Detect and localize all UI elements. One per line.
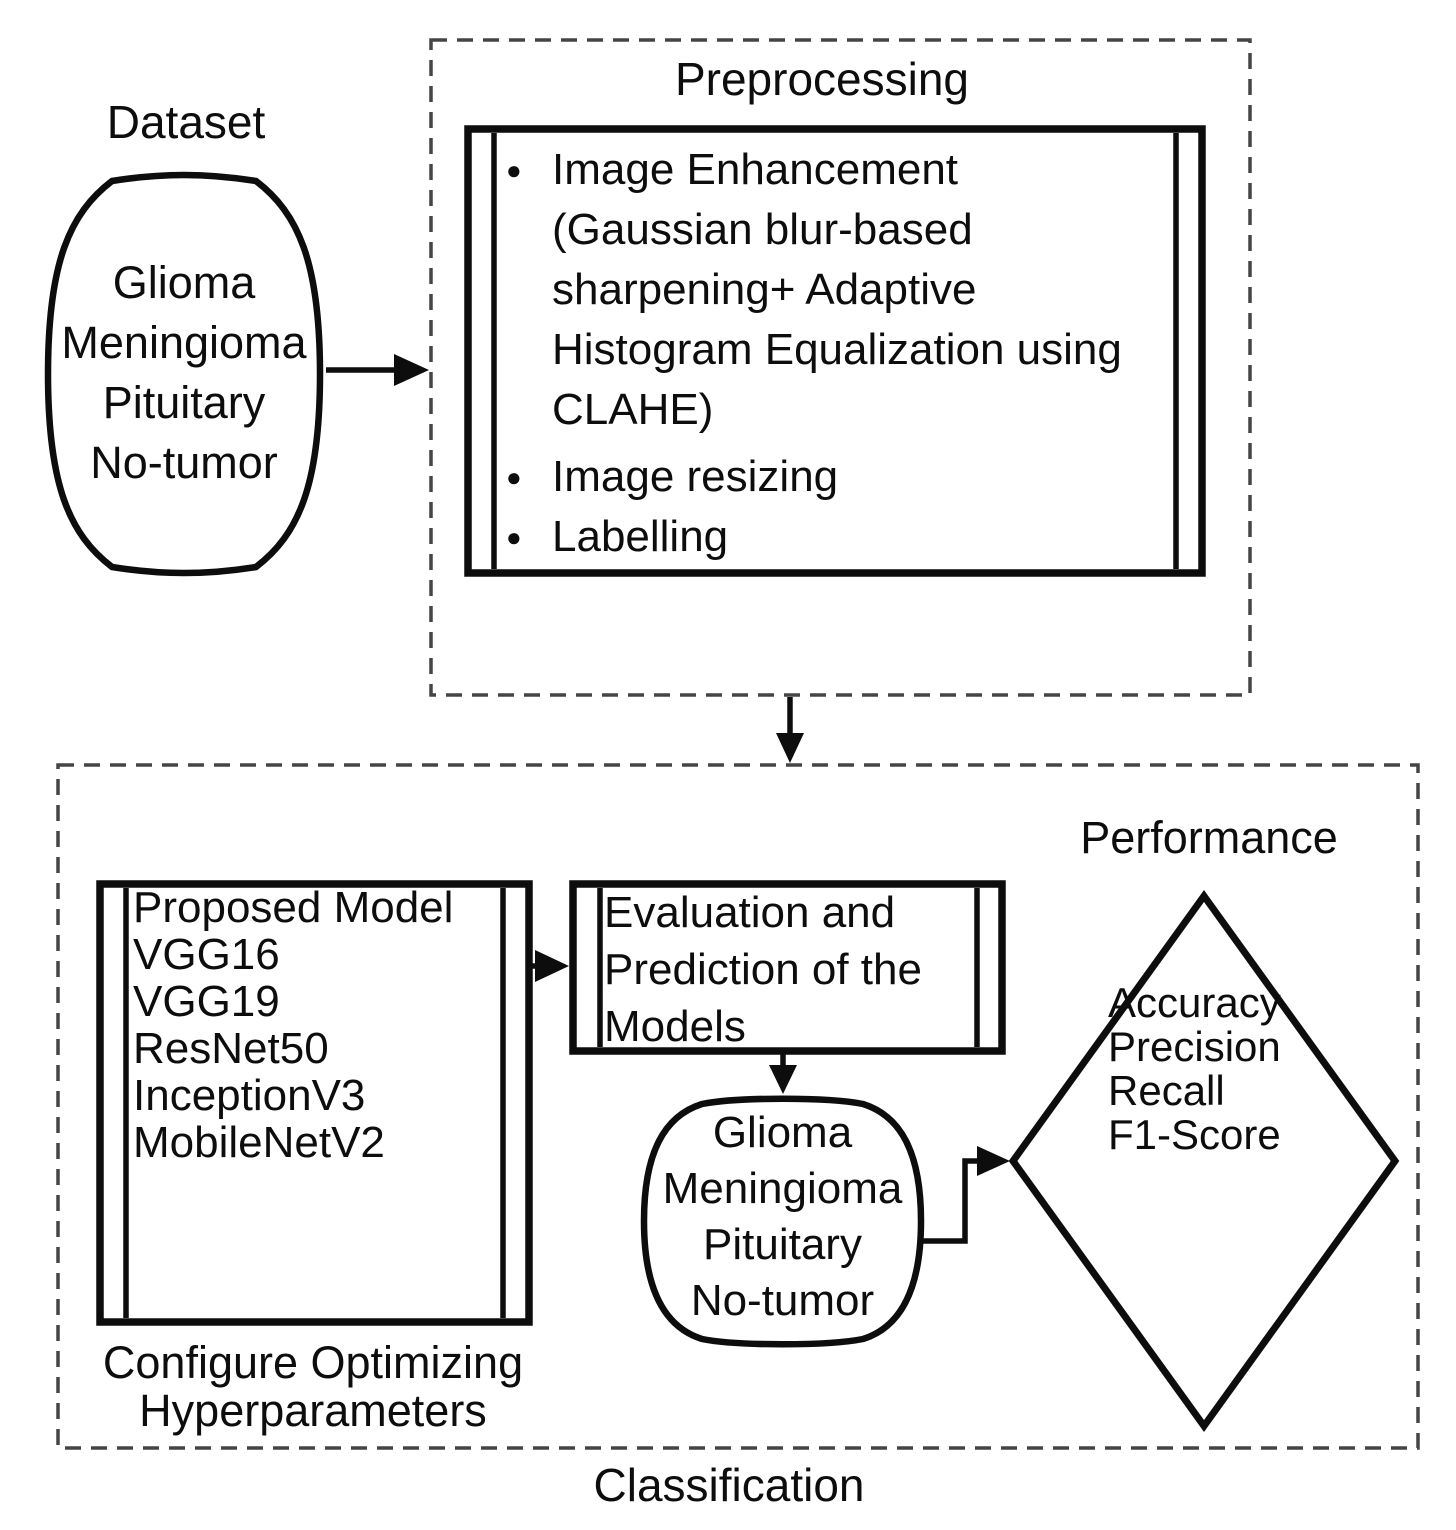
dataset-class: Pituitary [102, 377, 266, 428]
performance-label: Performance [1080, 812, 1338, 863]
preprocessing-steps-list: ● Image Enhancement ● (Gaussian blur-bas… [498, 140, 1198, 567]
models-list: Proposed Model VGG16 VGG19 ResNet50 Ince… [133, 884, 523, 1166]
performance-diamond [1008, 890, 1400, 1432]
models-box [96, 880, 533, 1326]
arrowhead-icon [394, 354, 429, 386]
output-class: No-tumor [690, 1276, 875, 1325]
arrowhead-icon [776, 733, 804, 763]
preprocessing-step: ● Labelling [498, 507, 1198, 567]
dataset-classes-list: Glioma Meningioma Pituitary No-tumor [45, 253, 323, 493]
output-class: Pituitary [703, 1220, 862, 1269]
hyperparameters-caption: Configure Optimizing Hyperparameters [102, 1337, 524, 1436]
dataset-group-label: Dataset [106, 96, 266, 148]
arrowhead-icon [535, 950, 569, 982]
arrowhead-icon [769, 1065, 797, 1094]
preprocessing-group-border [429, 38, 1252, 697]
dataset-shape [44, 171, 324, 577]
preprocessing-step: ● Image Enhancement [498, 140, 1198, 200]
model-item: Proposed Model [133, 883, 454, 932]
arrow-dataset-to-preprocessing [326, 354, 429, 386]
model-item: VGG16 [133, 930, 280, 979]
dataset-class: Glioma [112, 257, 256, 308]
model-item: VGG19 [133, 977, 280, 1026]
arrow-models-to-evaluation [529, 950, 569, 982]
output-classes-shape [640, 1095, 925, 1348]
arrowhead-icon [977, 1146, 1010, 1176]
arrow-evaluation-to-output [769, 1051, 797, 1094]
preprocessing-step-continuation: ● (Gaussian blur-based [552, 204, 973, 254]
metric-item: Accuracy [1108, 979, 1281, 1026]
metric-item: F1-Score [1108, 1111, 1281, 1158]
classification-group-border [56, 763, 1420, 1450]
output-class: Glioma [712, 1108, 853, 1157]
model-item: MobileNetV2 [133, 1118, 385, 1167]
preprocessing-step-continuation: ● CLAHE) [552, 384, 714, 434]
preprocessing-step: ● Image resizing [498, 447, 1198, 507]
dataset-class: No-tumor [90, 437, 278, 488]
arrow-output-to-performance [920, 1146, 1010, 1244]
metric-item: Precision [1108, 1023, 1281, 1070]
model-item: ResNet50 [133, 1024, 329, 1073]
output-classes-list: Glioma Meningioma Pituitary No-tumor [644, 1105, 921, 1329]
arrow-preprocessing-to-classification [776, 697, 804, 763]
performance-metrics-list: Accuracy Precision Recall F1-Score [1108, 981, 1328, 1157]
classification-group-label: Classification [593, 1459, 865, 1511]
evaluation-box [569, 880, 1006, 1055]
model-item: InceptionV3 [133, 1071, 366, 1120]
preprocessing-box [464, 125, 1206, 577]
evaluation-box-label: Evaluation and Prediction of the Models [604, 888, 922, 1051]
preprocessing-step-continuation: ● sharpening+ Adaptive [552, 264, 977, 314]
preprocessing-step-continuation: ● Histogram Equalization using [552, 324, 1122, 374]
preprocessing-group-label: Preprocessing [674, 53, 970, 105]
bullet-dot-icon: ● [506, 521, 522, 552]
dataset-class: Meningioma [61, 317, 307, 368]
metric-item: Recall [1108, 1067, 1225, 1114]
bullet-dot-icon: ● [506, 461, 522, 492]
output-class: Meningioma [662, 1164, 903, 1213]
bullet-dot-icon: ● [506, 154, 522, 185]
